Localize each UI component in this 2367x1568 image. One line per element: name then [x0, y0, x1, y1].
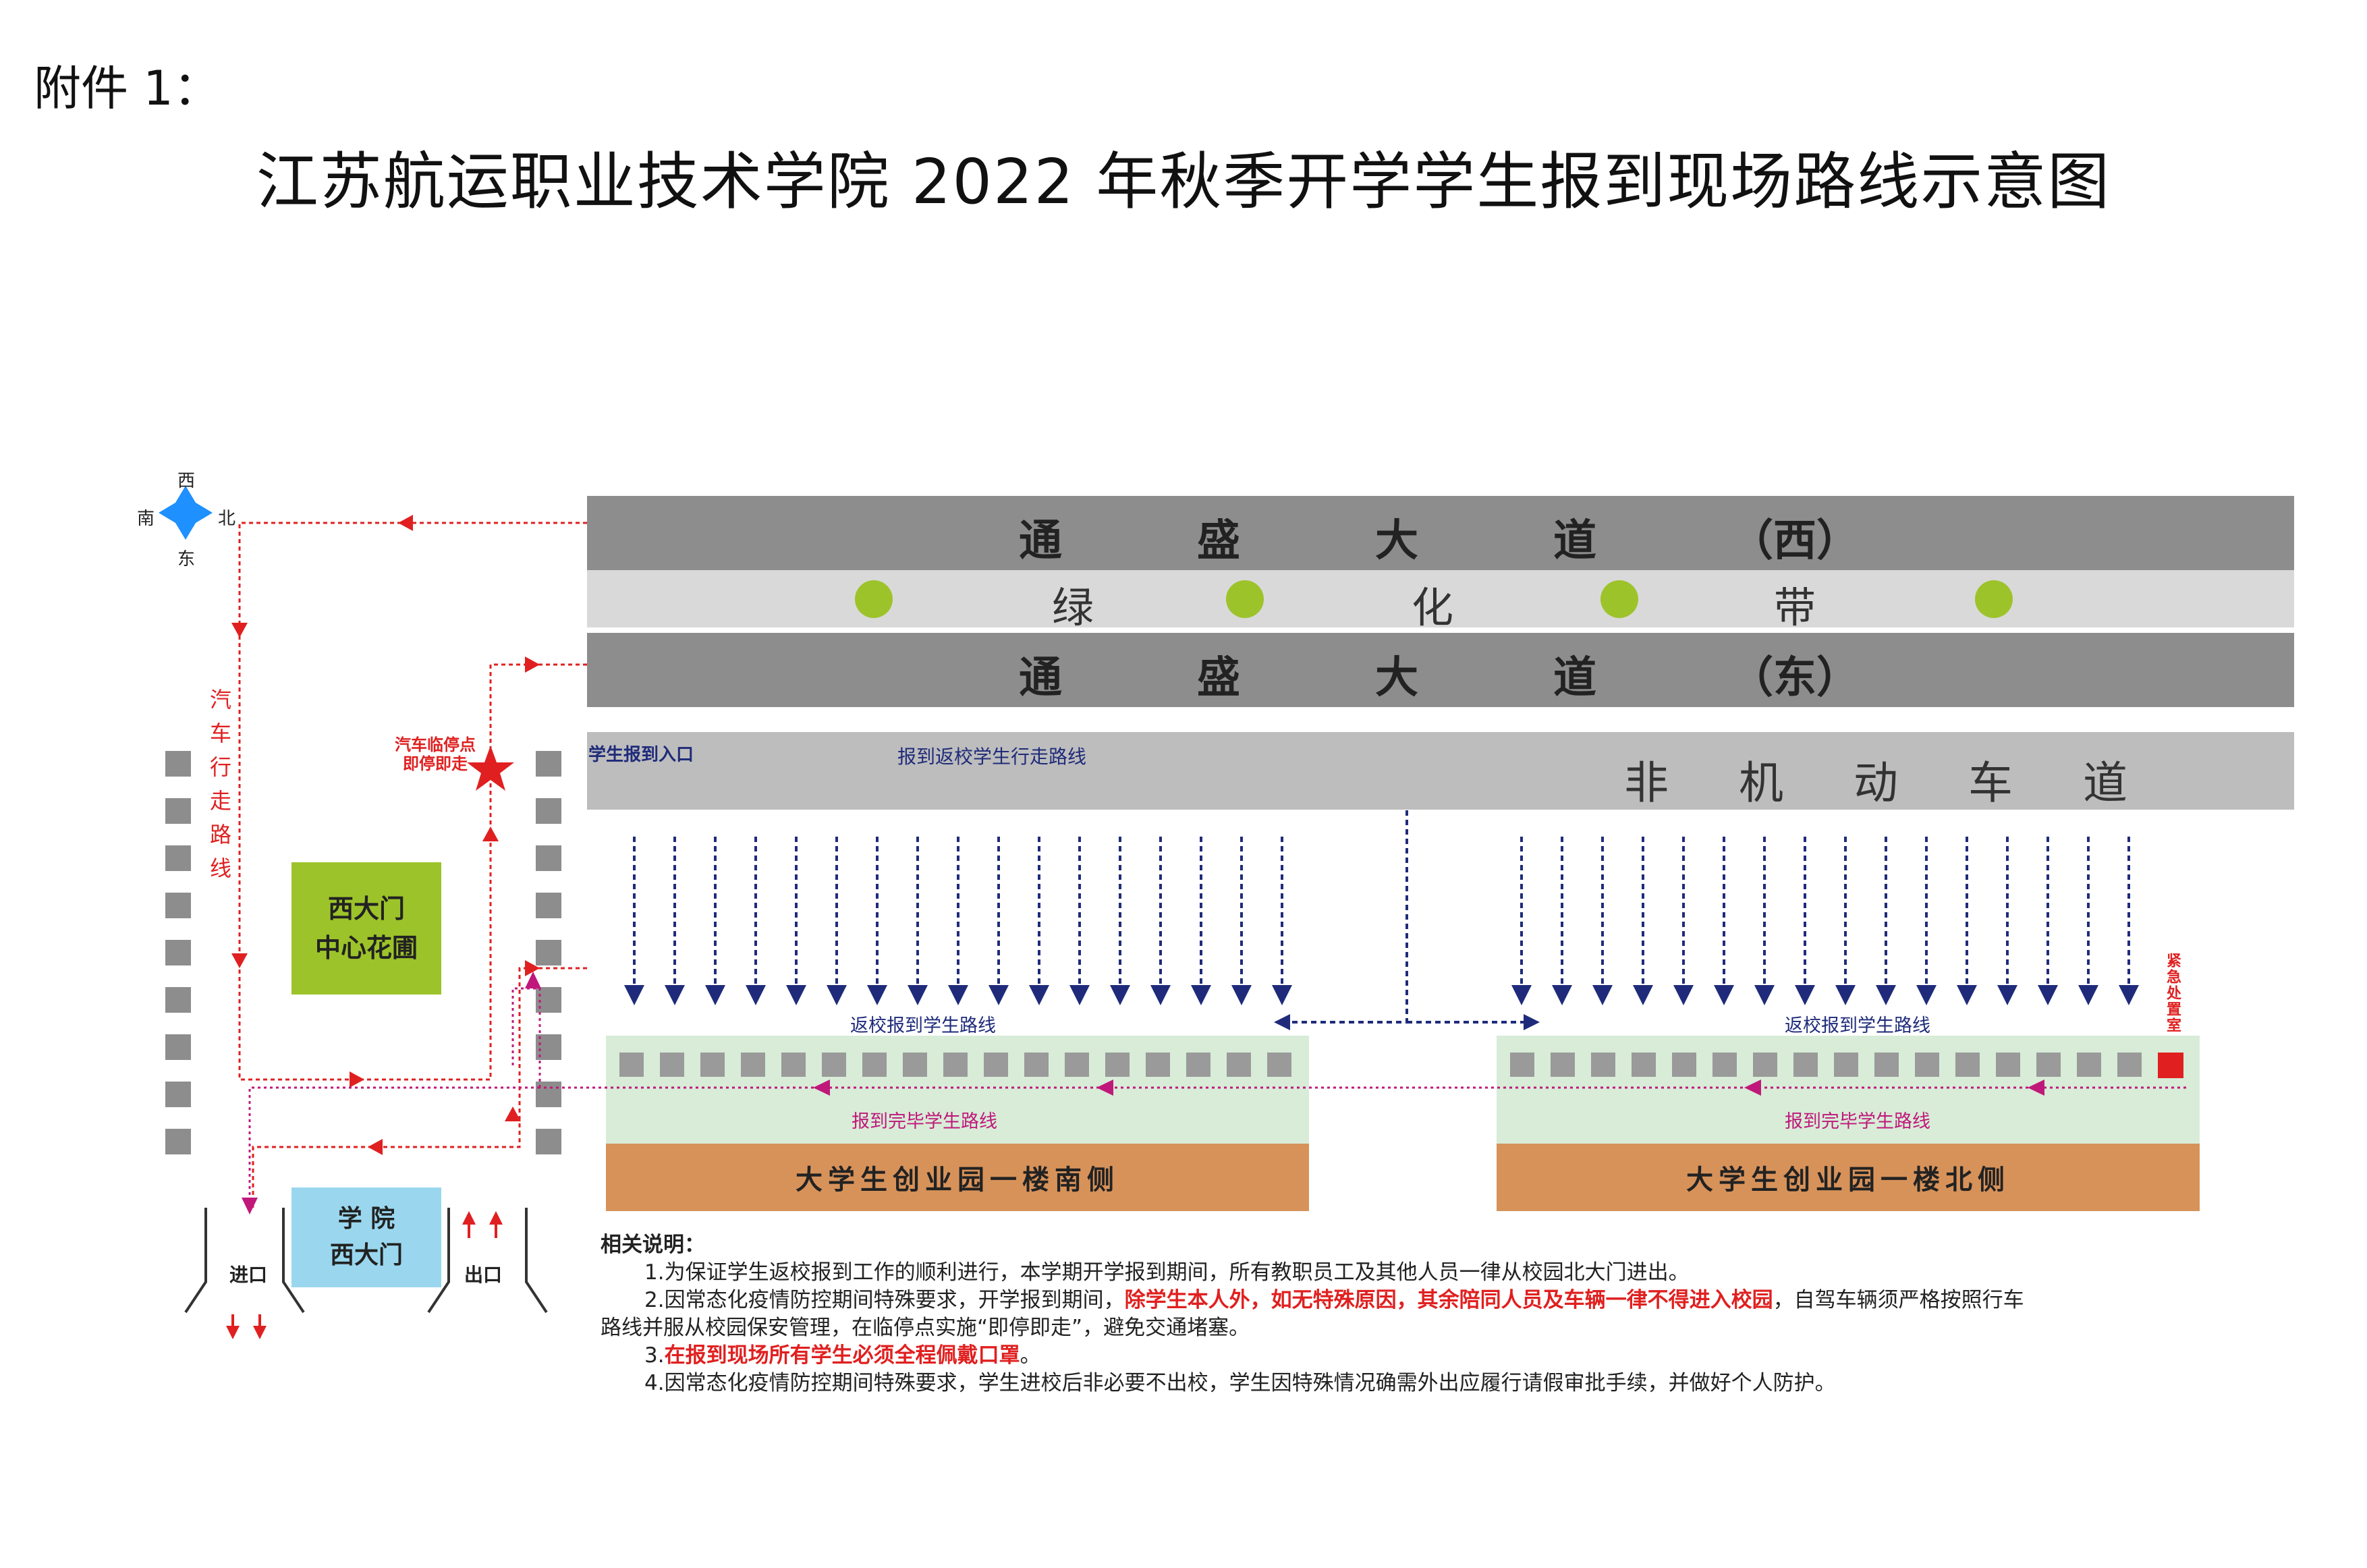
- south-done-label: 报到完毕学生路线: [852, 1111, 997, 1132]
- car-route-arrows: [231, 515, 540, 1155]
- gate-posts: [184, 1208, 548, 1314]
- notes-heading: 相关说明：: [601, 1233, 705, 1257]
- gate-line: 西大门: [329, 1241, 403, 1269]
- lane-char: 机: [1739, 757, 1783, 809]
- note-1: 1.为保证学生返校报到工作的顺利进行，本学期开学报到期间，所有教职员工及其他人员…: [644, 1260, 1690, 1285]
- road-west-char: （西）: [1730, 516, 1860, 566]
- walk-route-label: 报到返校学生行走路线: [897, 746, 1087, 768]
- green-belt-char: 绿: [1051, 582, 1094, 632]
- non-motor-lane: 非 机 动 车 道: [587, 732, 2294, 810]
- tree-dot-icon: [855, 580, 893, 618]
- note-2: 2.因常态化疫情防控期间特殊要求，开学报到期间，除学生本人外，如无特殊原因，其余…: [601, 1287, 2287, 1314]
- compass-icon: [159, 486, 213, 540]
- gate-line: 学 院: [337, 1205, 395, 1233]
- road-west-char: 大: [1375, 516, 1418, 566]
- lane-char: 车: [1968, 757, 2013, 809]
- compass-east: 东: [177, 549, 196, 569]
- south-return-arrows: [633, 837, 1283, 988]
- lane-char: 非: [1624, 757, 1669, 809]
- south-return-arrowheads: [624, 985, 1292, 1005]
- road-west-char: 盛: [1197, 516, 1240, 566]
- note-3: 3.在报到现场所有学生必须全程佩戴口罩。: [601, 1342, 2287, 1370]
- left-parking-blocks: [165, 751, 561, 1154]
- north-seat-row: [1510, 1053, 2142, 1077]
- tree-dot-icon: [1600, 580, 1638, 618]
- compass-south: 南: [137, 509, 155, 529]
- road-east-char: （东）: [1730, 653, 1860, 703]
- page-title: 江苏航运职业技术学院 2022 年秋季开学学生报到现场路线示意图: [256, 146, 2111, 218]
- green-belt-char: 化: [1411, 582, 1454, 632]
- note-4: 4.因常态化疫情防控期间特殊要求，学生进校后非必要不出校，学生因特殊情况确需外出…: [644, 1371, 1836, 1395]
- road-east-char: 通: [1019, 653, 1062, 703]
- note-3-emphasis: 在报到现场所有学生必须全程佩戴口罩: [664, 1343, 1020, 1368]
- compass-north: 北: [218, 509, 236, 529]
- west-gate-garden: 西大门 中心花圃: [291, 862, 441, 995]
- green-belt: 绿 化 带: [587, 570, 2294, 632]
- car-route-label: 汽车行走路线: [206, 688, 232, 891]
- north-return-arrowheads: [1511, 985, 2139, 1005]
- temp-stop-star-icon: [467, 746, 514, 791]
- compass-west: 西: [177, 471, 196, 491]
- south-seat-row: [619, 1053, 1291, 1077]
- exit-label: 出口: [464, 1264, 503, 1286]
- temp-stop-label: 汽车临停点 即停即走: [395, 735, 476, 773]
- entrance-label: 学生报到入口: [588, 745, 694, 765]
- tree-dot-icon: [1975, 580, 2013, 618]
- temp-stop-line: 即停即走: [403, 754, 468, 773]
- temp-stop-line: 汽车临停点: [395, 735, 476, 754]
- note-3-num: 3.: [644, 1343, 665, 1368]
- road-east-char: 大: [1375, 653, 1418, 703]
- road-east-char: 盛: [1197, 653, 1240, 703]
- garden-line: 中心花圃: [314, 933, 418, 963]
- done-route-line: [248, 987, 2186, 1201]
- building-north: 大学生创业园一楼北侧: [1497, 1144, 2200, 1211]
- note-2-text: 2.因常态化疫情防控期间特殊要求，开学报到期间，: [644, 1288, 1125, 1312]
- building-south: 大学生创业园一楼南侧: [606, 1144, 1309, 1211]
- south-return-label: 返校报到学生路线: [850, 1015, 996, 1036]
- garden-line: 西大门: [327, 894, 405, 924]
- note-2-text-tail: ，自驾车辆须严格按照行车: [1773, 1288, 2024, 1312]
- road-west: 通 盛 大 道 （西）: [587, 496, 2294, 570]
- note-3-tail: 。: [1020, 1343, 1041, 1368]
- north-return-arrows: [1520, 837, 2130, 988]
- road-west-char: 通: [1019, 516, 1062, 566]
- green-belt-char: 带: [1773, 582, 1816, 632]
- entry-label: 进口: [229, 1264, 268, 1286]
- north-return-label: 返校报到学生路线: [1785, 1015, 1930, 1036]
- emergency-label: 紧急处置室: [2164, 953, 2181, 1034]
- done-route-arrows: [242, 972, 2044, 1214]
- lane-char: 动: [1854, 757, 1898, 809]
- emergency-room-icon: [2158, 1053, 2183, 1078]
- lane-char: 道: [2083, 757, 2127, 809]
- college-west-gate: 学 院 西大门: [291, 1187, 441, 1287]
- road-east-char: 道: [1553, 653, 1596, 703]
- road-east: 通 盛 大 道 （东）: [587, 633, 2294, 707]
- note-2-continued: 路线并服从校园保安管理，在临停点实施“即停即走”，避免交通堵塞。: [601, 1316, 1250, 1340]
- notes-section: 相关说明： 1.为保证学生返校报到工作的顺利进行，本学期开学报到期间，所有教职员…: [601, 1231, 2287, 1397]
- north-done-label: 报到完毕学生路线: [1785, 1111, 1930, 1132]
- road-west-char: 道: [1553, 516, 1596, 566]
- attachment-label: 附件 1：: [34, 61, 221, 116]
- note-2-emphasis: 除学生本人外，如无特殊原因，其余陪同人员及车辆一律不得进入校园: [1124, 1288, 1773, 1312]
- exit-route-line: [252, 967, 587, 1208]
- tree-dot-icon: [1226, 580, 1264, 618]
- gate-arrows: [226, 1211, 503, 1339]
